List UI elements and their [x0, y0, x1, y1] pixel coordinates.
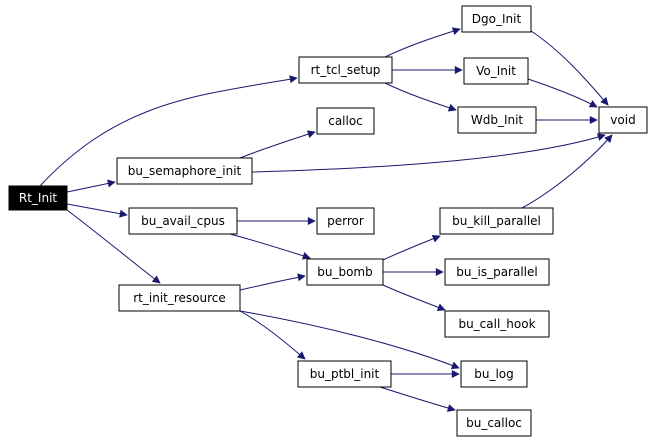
node-dgo-init[interactable]: Dgo_Init — [461, 5, 532, 33]
edge-rt-init-resource-to-bu-ptbl-init — [239, 310, 306, 360]
node-label: void — [610, 113, 635, 127]
edge-rt-tcl-setup-to-wdb-init — [384, 82, 457, 112]
edge-bu-avail-cpus-to-bu-bomb — [229, 233, 311, 260]
node-box — [8, 185, 68, 211]
node-label: bu_kill_parallel — [452, 214, 541, 228]
node-bu-semaphore-init[interactable]: bu_semaphore_init — [116, 157, 253, 185]
node-bu-avail-cpus[interactable]: bu_avail_cpus — [128, 207, 238, 235]
node-void[interactable]: void — [598, 106, 648, 134]
node-label: perror — [327, 214, 364, 228]
node-box — [128, 207, 238, 235]
node-bu-log[interactable]: bu_log — [460, 360, 528, 388]
node-label: Vo_Init — [476, 64, 516, 78]
node-label: Dgo_Init — [472, 12, 522, 26]
node-bu-kill-parallel[interactable]: bu_kill_parallel — [439, 207, 554, 235]
node-box — [463, 57, 529, 85]
node-label: bu_call_hook — [458, 317, 535, 331]
node-bu-call-hook[interactable]: bu_call_hook — [444, 310, 550, 338]
node-bu-calloc[interactable]: bu_calloc — [456, 409, 532, 437]
edge-rt-init-resource-to-bu-log — [239, 310, 460, 370]
node-label: bu_log — [474, 367, 514, 381]
edge-rt-init-to-bu-semaphore-init — [66, 179, 116, 193]
node-label: bu_is_parallel — [456, 265, 537, 279]
edge-bu-kill-parallel-to-void — [521, 134, 613, 209]
node-box — [118, 284, 241, 312]
edge-bu-bomb-to-bu-call-hook — [382, 284, 446, 312]
edge-bu-bomb-to-bu-kill-parallel — [382, 234, 441, 261]
node-box — [306, 258, 384, 286]
node-label: bu_calloc — [466, 416, 522, 430]
node-label: bu_avail_cpus — [141, 214, 225, 228]
node-label: Rt_Init — [19, 191, 58, 205]
edge-vo-init-to-void — [527, 78, 598, 108]
node-box — [444, 310, 550, 338]
edge-rt-init-to-rt-tcl-setup — [39, 75, 298, 187]
node-box — [598, 106, 648, 134]
node-perror[interactable]: perror — [316, 207, 375, 235]
edge-bu-semaphore-init-to-void — [251, 133, 606, 173]
node-box — [316, 207, 375, 235]
node-box — [316, 107, 375, 135]
node-label: bu_ptbl_init — [310, 367, 380, 381]
node-bu-bomb[interactable]: bu_bomb — [306, 258, 384, 286]
node-calloc[interactable]: calloc — [316, 107, 375, 135]
node-box — [461, 5, 532, 33]
node-bu-ptbl-init[interactable]: bu_ptbl_init — [297, 360, 392, 388]
nodes-layer: Rt_Init rt_tcl_setup Dgo_InitVo_InitWdb_In… — [8, 5, 648, 437]
node-box — [444, 258, 550, 286]
edge-rt-init-resource-to-bu-bomb — [239, 273, 306, 291]
node-label: rt_tcl_setup — [311, 63, 381, 77]
node-label: bu_bomb — [317, 265, 373, 279]
edge-bu-semaphore-init-to-calloc — [239, 130, 316, 159]
node-box — [297, 360, 392, 388]
node-label: calloc — [328, 114, 363, 128]
node-box — [457, 106, 537, 134]
edge-rt-tcl-setup-to-dgo-init — [384, 27, 461, 58]
node-box — [460, 360, 528, 388]
node-wdb-init[interactable]: Wdb_Init — [457, 106, 537, 134]
node-vo-init[interactable]: Vo_Init — [463, 57, 529, 85]
node-box — [116, 157, 253, 185]
node-label: Wdb_Init — [471, 113, 524, 127]
node-rt-init[interactable]: Rt_Init — [8, 185, 68, 211]
edge-rt-init-to-bu-avail-cpus — [66, 203, 128, 218]
node-box — [439, 207, 554, 235]
edge-dgo-init-to-void — [530, 30, 609, 106]
edge-bu-ptbl-init-to-bu-calloc — [379, 386, 456, 412]
edge-rt-init-to-rt-init-resource — [66, 209, 161, 284]
node-box — [456, 409, 532, 437]
node-bu-is-parallel[interactable]: bu_is_parallel — [444, 258, 550, 286]
node-box — [298, 56, 393, 84]
node-rt-tcl-setup[interactable]: rt_tcl_setup — [298, 56, 393, 84]
node-label: bu_semaphore_init — [128, 164, 242, 178]
node-rt-init-resource[interactable]: rt_init_resource — [118, 284, 241, 312]
edges-layer — [39, 27, 613, 412]
node-label: rt_init_resource — [133, 291, 226, 305]
